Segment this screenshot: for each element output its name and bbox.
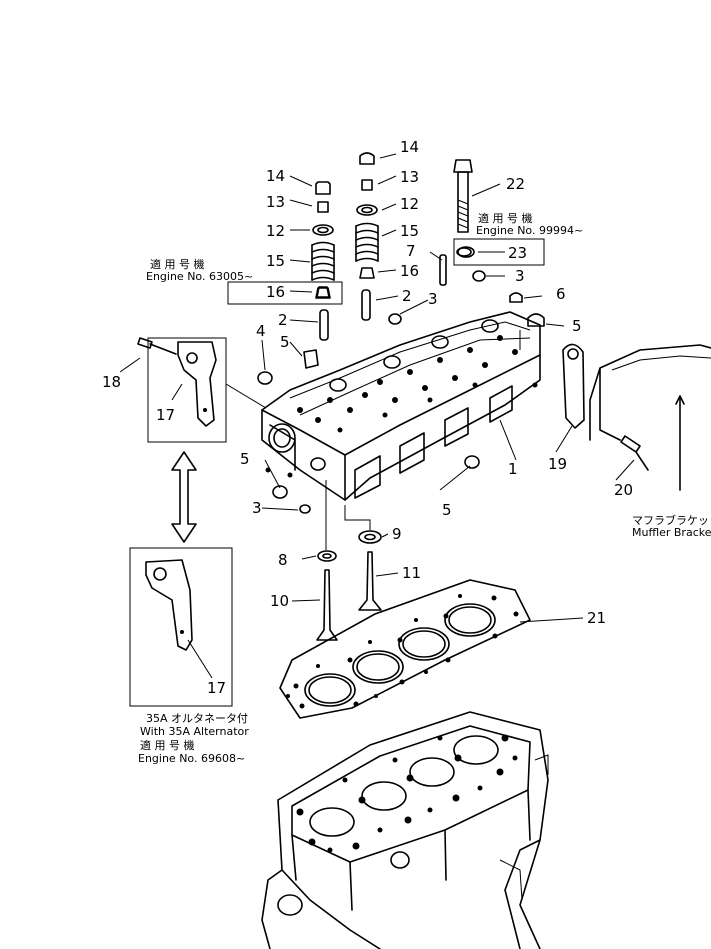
part-number-3: 3 xyxy=(252,499,262,517)
muffler-bracket xyxy=(562,343,711,491)
part-number-14: 14 xyxy=(266,167,285,185)
valve-stack-center xyxy=(355,152,402,325)
alternator-bracket-upper xyxy=(137,337,267,443)
head-bolt-group xyxy=(272,159,545,514)
applicability-notes: 適 用 号 機 Engine No. 63005~ 適 用 号 機 Engine… xyxy=(138,211,711,765)
alternator-note-jp: 35A オルタネータ付 xyxy=(146,712,248,725)
part-number-11: 11 xyxy=(402,564,421,582)
part-number-5: 5 xyxy=(442,501,452,519)
part-number-1: 1 xyxy=(508,460,518,478)
cylinder-head xyxy=(261,311,541,501)
part-number-17: 17 xyxy=(207,679,226,697)
part-number-22: 22 xyxy=(506,175,525,193)
alternator-double-arrow xyxy=(171,451,197,543)
part-number-10: 10 xyxy=(270,592,289,610)
part-number-5: 5 xyxy=(280,333,290,351)
cylinder-block xyxy=(261,711,549,949)
part-number-21: 21 xyxy=(587,609,606,627)
part-number-13: 13 xyxy=(400,168,419,186)
part-number-12: 12 xyxy=(266,222,285,240)
engine-63005-note-jp: 適 用 号 機 xyxy=(150,257,205,271)
part-number-2: 2 xyxy=(402,287,412,305)
valve-stack-left xyxy=(257,181,335,385)
part-number-3: 3 xyxy=(428,290,438,308)
engine-99994-note: Engine No. 99994~ xyxy=(476,224,583,237)
head-gasket xyxy=(279,579,531,719)
part-number-16: 16 xyxy=(266,283,285,301)
part-number-labels: 1 2 2 3 3 3 4 5 5 5 5 6 7 8 9 10 11 12 1… xyxy=(102,138,633,697)
part-number-5: 5 xyxy=(572,317,582,335)
part-number-20: 20 xyxy=(614,481,633,499)
valves xyxy=(316,530,382,641)
engine-63005-note: Engine No. 63005~ xyxy=(146,270,253,283)
part-number-12: 12 xyxy=(400,195,419,213)
engine-69608-note-jp: 適 用 号 機 xyxy=(140,738,195,752)
part-number-16: 16 xyxy=(400,262,419,280)
muffler-bracket-note: Muffler Bracket xyxy=(632,526,711,539)
part-number-3: 3 xyxy=(515,267,525,285)
box-item-23 xyxy=(453,238,545,266)
part-number-18: 18 xyxy=(102,373,121,391)
part-number-6: 6 xyxy=(556,285,566,303)
part-number-8: 8 xyxy=(278,551,288,569)
part-number-4: 4 xyxy=(256,322,266,340)
part-number-13: 13 xyxy=(266,193,285,211)
box-item-16 xyxy=(227,281,343,305)
alternator-bracket-lower xyxy=(129,547,233,707)
part-number-2: 2 xyxy=(278,311,288,329)
part-number-7: 7 xyxy=(406,242,416,260)
part-number-14: 14 xyxy=(400,138,419,156)
alternator-note: With 35A Alternator xyxy=(140,725,249,738)
engine-69608-note: Engine No. 69608~ xyxy=(138,752,245,765)
muffler-bracket-note-jp: マフラブラケット xyxy=(632,513,711,527)
engine-99994-note-jp: 適 用 号 機 xyxy=(478,211,533,225)
part-number-23: 23 xyxy=(508,244,527,262)
leader-lines xyxy=(119,153,635,623)
part-number-19: 19 xyxy=(548,455,567,473)
part-number-5: 5 xyxy=(240,450,250,468)
part-number-9: 9 xyxy=(392,525,402,543)
part-number-15: 15 xyxy=(400,222,419,240)
part-number-15: 15 xyxy=(266,252,285,270)
part-number-17: 17 xyxy=(156,406,175,424)
